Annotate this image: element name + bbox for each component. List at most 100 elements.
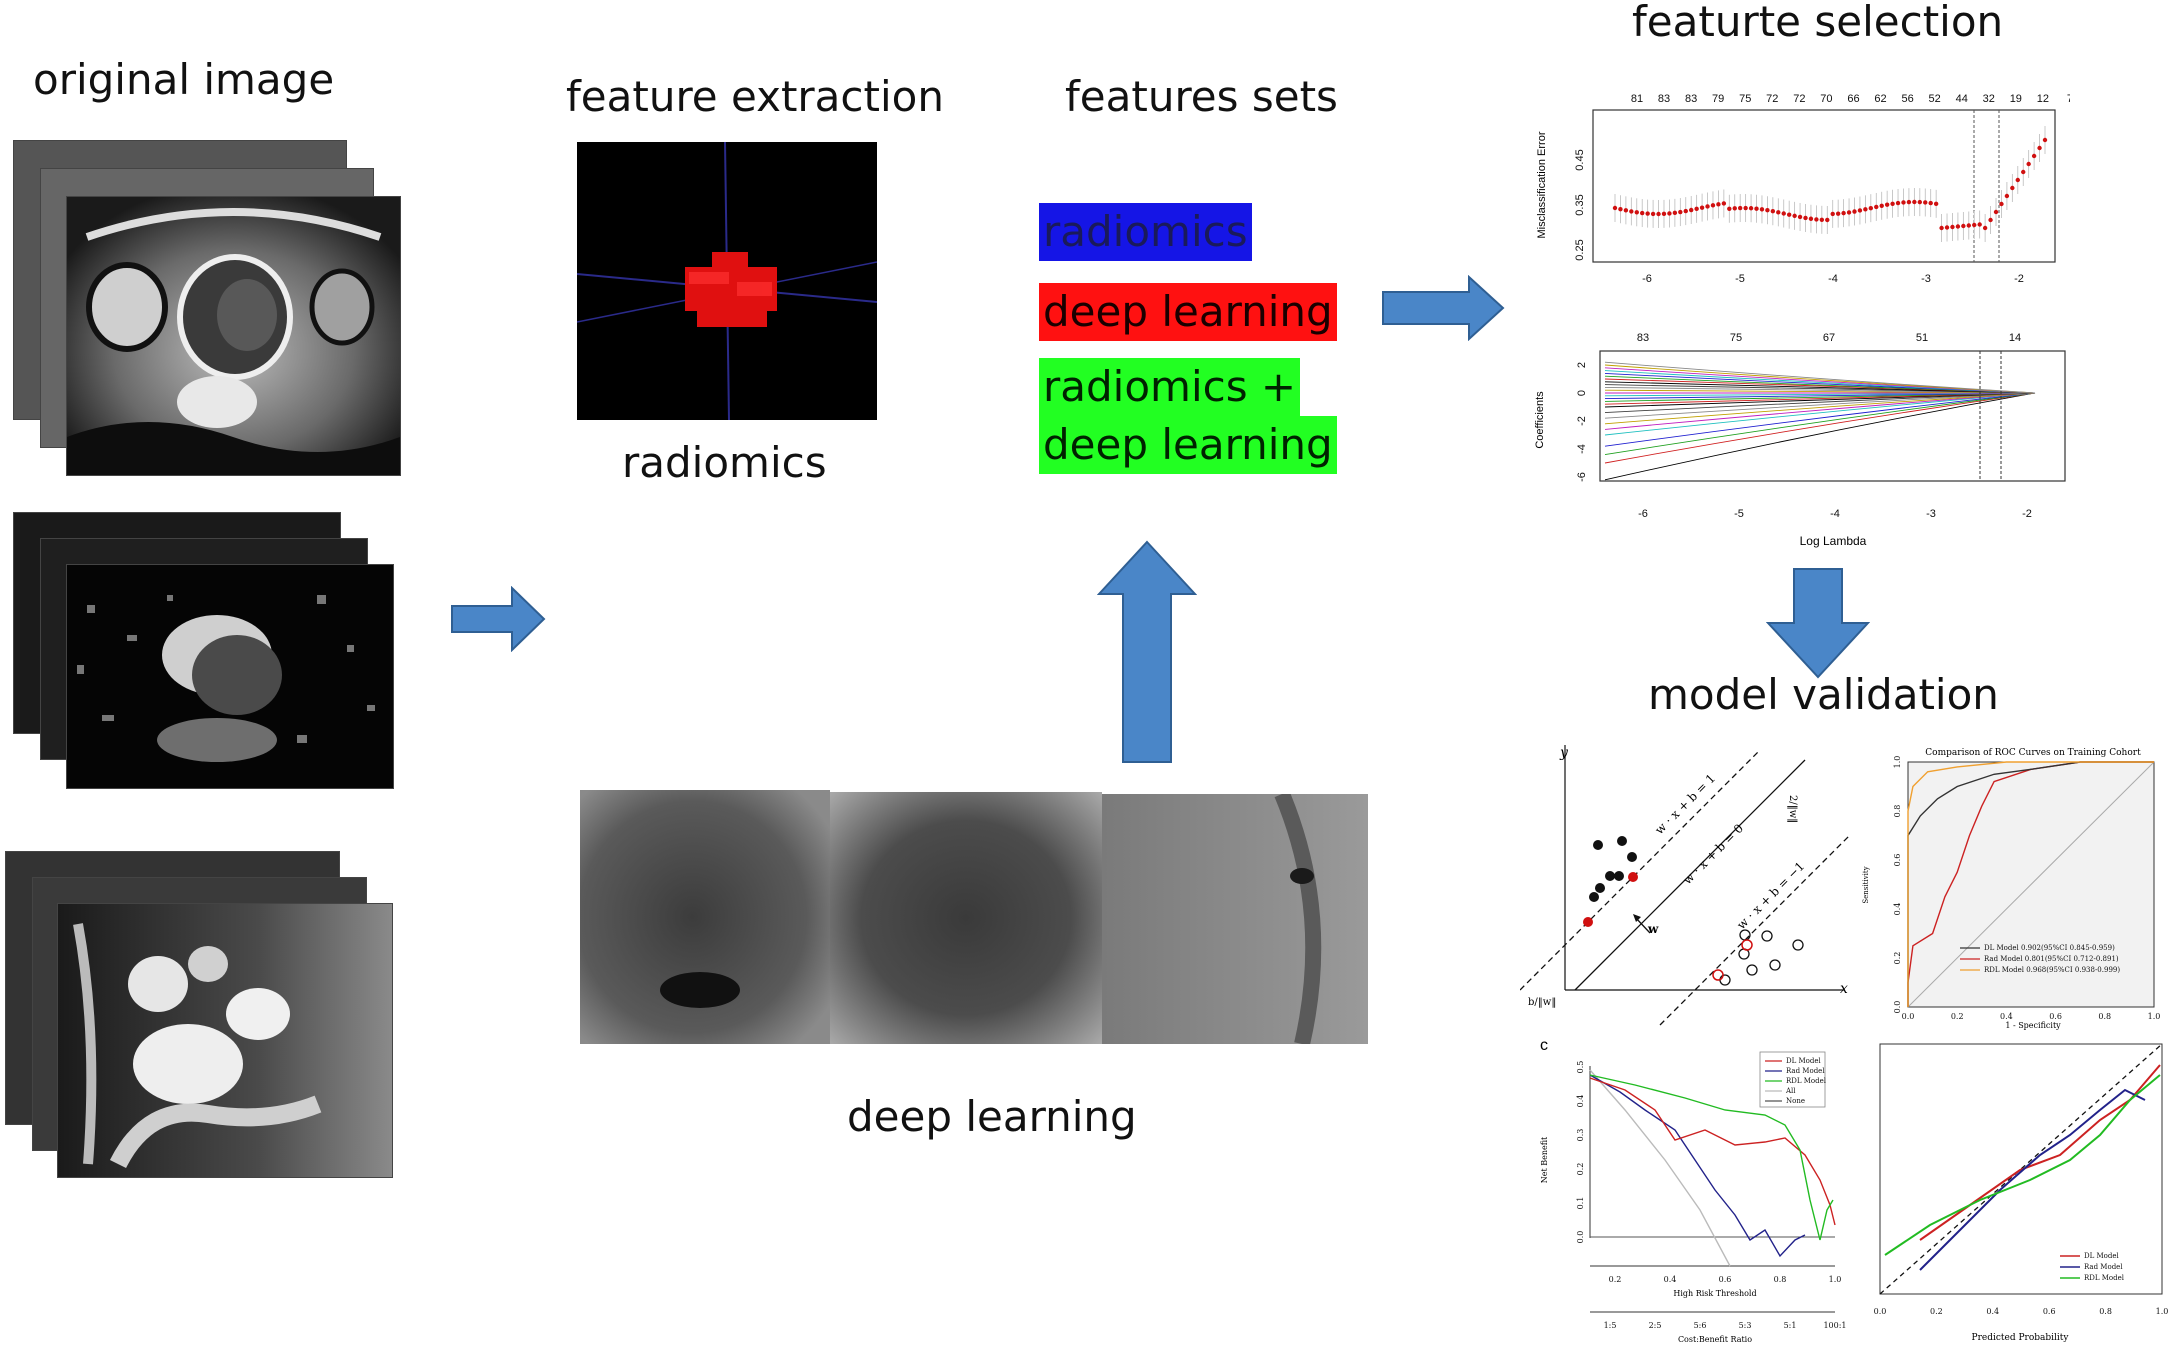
lasso-error-top-tick: 19 [2010,93,2022,105]
roc-y-tick: 0.0 [1893,1001,1902,1014]
lasso-coef-ylabel: Coefficients [1534,391,1546,449]
heading-model-validation: model validation [1648,670,1999,719]
feature-set-combined-line1: radiomics + [1039,358,1301,416]
lasso-coef-top-tick: 67 [1823,332,1835,344]
dca-curve [1589,1074,1806,1258]
lasso-error-point [2021,169,2026,175]
lasso-error-point [1906,199,1912,205]
lasso-error-point [1661,211,1667,217]
dca-ratio-label: Cost:Benefit Ratio [1678,1335,1752,1344]
lasso-error-point [2037,145,2042,151]
lasso-error-point [2004,193,2010,199]
lasso-error-ylabel: Misclassification Error [1536,131,1548,238]
lasso-error-point [1667,211,1672,216]
lasso-coef-path [1604,384,2036,394]
lasso-error-x-tick: -6 [1642,273,1652,285]
lasso-error-point [1825,217,1830,223]
cal-x-tick: 0.6 [2043,1307,2056,1316]
arrow-up [1097,540,1197,763]
dca-x-tick: 0.4 [1664,1275,1677,1284]
lasso-coef-x-tick: -6 [1638,508,1648,520]
lasso-error-point [1993,209,1999,215]
heading-feature-selection: featurte selection [1632,0,2004,46]
cal-curve [1884,1074,2161,1256]
lasso-coef-x-tick: -4 [1830,508,1840,520]
lasso-error-point [1705,204,1710,209]
lasso-error-point [1890,201,1895,207]
roc-y-tick: 0.8 [1893,805,1902,818]
lasso-error-point [1999,201,2004,207]
lasso-coef-path [1604,392,2036,425]
lasso-error-top-tick: 12 [2037,93,2049,105]
roc-x-tick: 0.6 [2049,1012,2062,1021]
roc-legend-label: Rad Model 0.801(95%CI 0.712-0.891) [1984,955,2119,963]
lasso-error-point [1797,214,1803,220]
roc-xlabel: 1 - Specificity [2005,1021,2061,1030]
lasso-coef-top-tick: 75 [1730,332,1742,344]
lasso-error-point [1776,210,1781,215]
lasso-coef-x-tick: -3 [1926,508,1936,520]
lasso-coef-top-tick: 51 [1916,332,1928,344]
dca-x-tick: 1.0 [1829,1275,1842,1284]
lasso-error-point [2026,161,2031,167]
lasso-error-point [1830,211,1835,217]
arrow-right-1 [451,586,546,652]
lasso-error-point [1699,205,1705,210]
dca-legend-label: RDL Model [1786,1077,1827,1085]
deep-learning-tile-2 [830,792,1102,1044]
lasso-error-point [1841,210,1846,216]
lasso-coef-top-tick: 14 [2009,332,2021,344]
lasso-error-point [1743,205,1748,211]
lasso-error-point [1966,223,1971,228]
lasso-error-point [1754,206,1759,211]
lasso-error-point [1814,217,1819,222]
roc-y-tick: 0.2 [1893,952,1902,965]
lasso-error-point [1879,203,1884,209]
dca-legend-label: Rad Model [1786,1067,1825,1075]
lasso-coef-x-tick: -2 [2022,508,2032,520]
dca-legend-label: None [1786,1097,1805,1105]
lasso-error-x-tick: -5 [1735,273,1745,285]
feature-set-deep-learning: deep learning [1039,283,1337,341]
dca-panel-letter: c [1540,1037,1548,1054]
lasso-error-top-tick: 7 [2067,93,2070,105]
label-radiomics: radiomics [622,438,827,487]
lasso-error-top-tick: 52 [1929,93,1941,105]
roc-x-tick: 0.4 [2000,1012,2013,1021]
lasso-error-point [2031,153,2037,159]
lasso-error-point [2010,185,2015,191]
lasso-error-point [1770,209,1776,214]
lasso-coef-path [1604,361,2036,394]
dca-legend-label: DL Model [1786,1057,1821,1065]
dca-y-tick: 0.1 [1576,1197,1585,1210]
lasso-error-point [1928,200,1933,206]
lasso-error-point [1759,207,1765,212]
lasso-error-point [1939,225,1944,231]
lasso-coef-y-tick: -4 [1576,444,1588,454]
lasso-error-point [1786,212,1792,217]
lasso-error-point [1640,210,1645,216]
lasso-error-top-tick: 56 [1901,93,1913,105]
svm-margin-top: 2/‖w‖ [1787,795,1798,823]
lasso-error-point [1689,207,1694,213]
lasso-coef-path [1604,392,2036,456]
lasso-error-point [1961,223,1966,229]
lasso-error-point [1781,211,1786,216]
heading-original-image: original image [33,55,335,104]
lasso-coef-path [1604,392,2036,430]
dca-x-tick: 0.2 [1609,1275,1622,1284]
roc-plot: Comparison of ROC Curves on Training Coh… [1862,748,2160,1030]
lasso-error-point [1895,200,1901,206]
dca-ylabel: Net Benefit [1540,1136,1549,1183]
lasso-error-top-tick: 75 [1739,93,1751,105]
lasso-error-point [1874,204,1879,210]
deep-learning-tile-3 [1102,794,1368,1044]
lasso-error-point [1933,201,1939,207]
lasso-error-point [1950,224,1955,230]
arrow-down [1766,568,1870,679]
radiomics-roi-render [576,141,878,421]
lasso-error-point [1857,208,1863,213]
heading-features-sets: features sets [1065,72,1338,121]
lasso-error-point [1721,201,1727,206]
